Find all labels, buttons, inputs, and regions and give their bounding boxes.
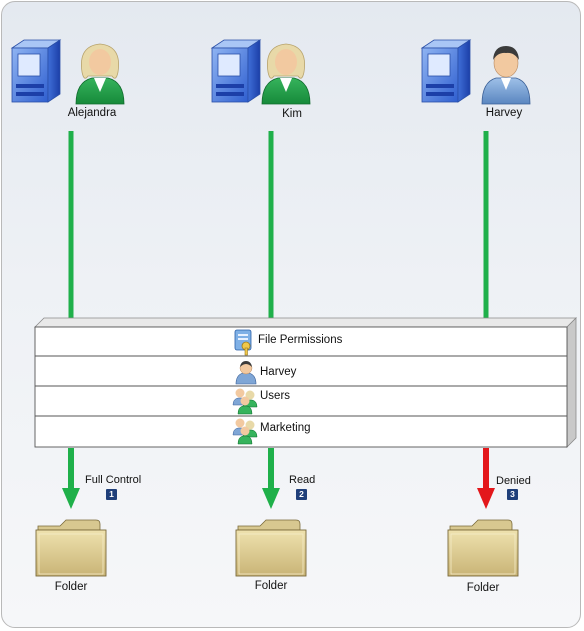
folder-label: Folder bbox=[254, 580, 288, 592]
group-icon bbox=[232, 388, 258, 415]
folder-icon bbox=[235, 519, 307, 577]
user-icon bbox=[235, 361, 257, 385]
permission-row-label: Harvey bbox=[260, 366, 297, 378]
outcome-badge: 2 bbox=[296, 489, 307, 500]
permission-row-label: File Permissions bbox=[258, 334, 343, 346]
female-user-icon bbox=[75, 43, 125, 105]
folder-label: Folder bbox=[54, 581, 88, 593]
computer-icon bbox=[420, 39, 472, 103]
folder-icon bbox=[35, 519, 107, 577]
permission-stack bbox=[34, 317, 577, 448]
group-icon bbox=[232, 418, 258, 445]
user-name-alejandra: Alejandra bbox=[67, 107, 117, 119]
folder-label: Folder bbox=[466, 582, 500, 594]
file-permissions-key-icon bbox=[234, 329, 252, 356]
arrow-allowed-full-control bbox=[62, 448, 80, 509]
user-name-kim: Kim bbox=[282, 108, 302, 120]
male-user-icon bbox=[481, 46, 531, 105]
permission-row-label: Users bbox=[260, 390, 291, 402]
permission-row-label: Marketing bbox=[260, 422, 311, 434]
outcome-label-denied: Denied bbox=[496, 475, 531, 487]
outcome-badge: 1 bbox=[106, 489, 117, 500]
outcome-label-full-control: Full Control bbox=[85, 474, 142, 486]
user-name-harvey: Harvey bbox=[485, 107, 523, 119]
female-user-icon bbox=[261, 43, 311, 105]
arrow-allowed-read bbox=[262, 448, 280, 509]
computer-icon bbox=[210, 39, 262, 103]
outcome-badge: 3 bbox=[507, 489, 518, 500]
folder-icon bbox=[447, 519, 519, 577]
computer-icon bbox=[10, 39, 62, 103]
outcome-label-read: Read bbox=[289, 474, 316, 486]
arrow-denied bbox=[477, 448, 495, 509]
